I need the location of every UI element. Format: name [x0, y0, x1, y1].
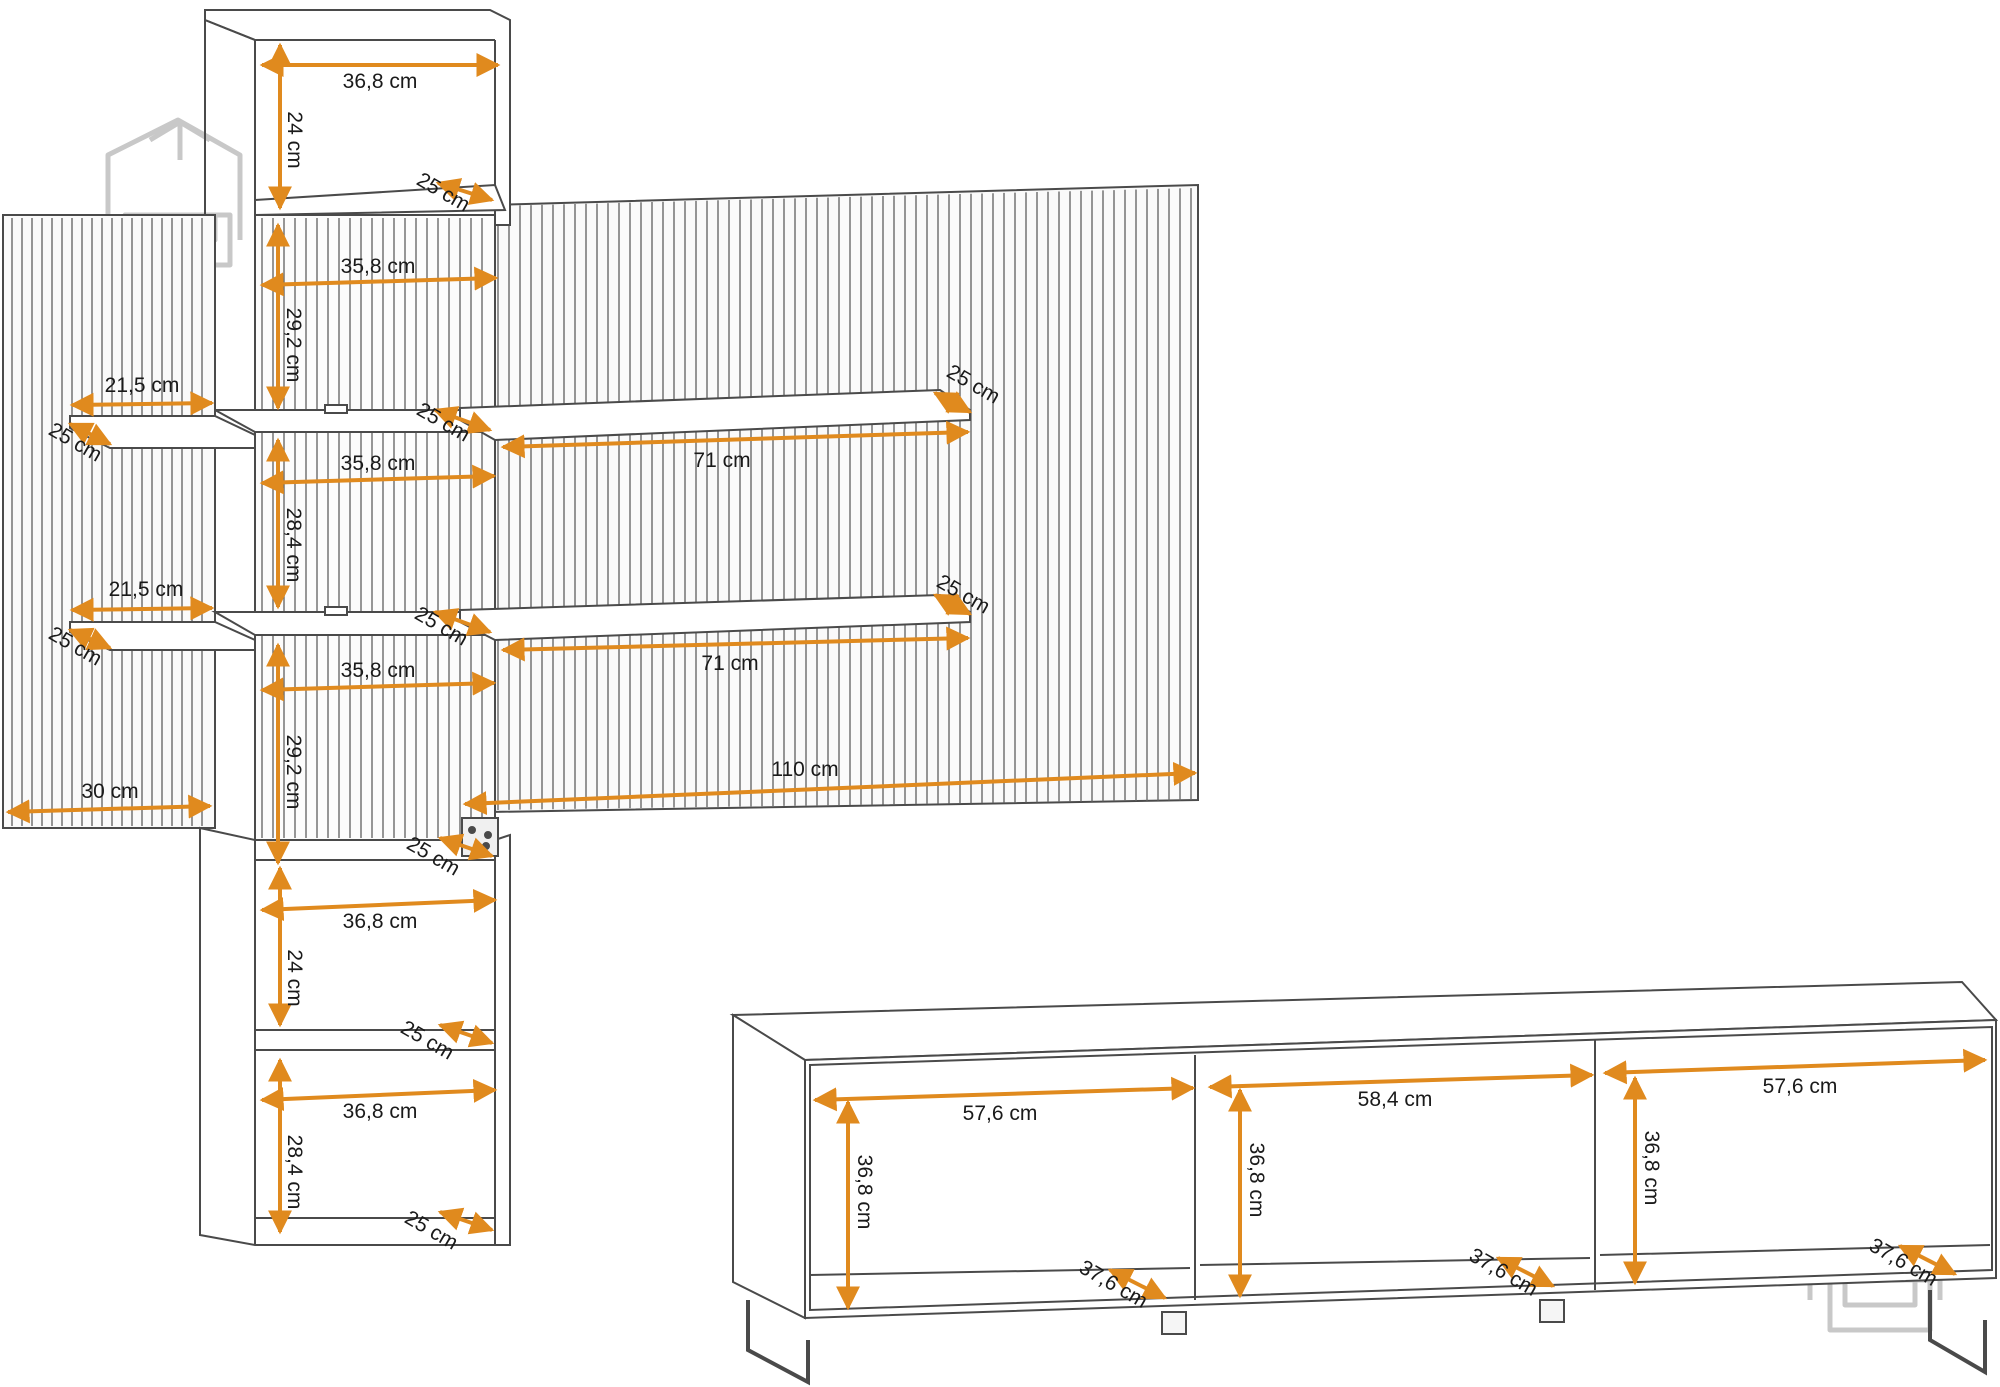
dim-right-shelf1-width: [500, 420, 971, 459]
label-bottom1-width: 36,8 cm: [343, 910, 418, 933]
label-bottom2-height: 28,4 cm: [283, 1135, 306, 1210]
label-tv-left-width: 57,6 cm: [963, 1102, 1038, 1125]
dim-left-shelf2-width: [69, 596, 215, 622]
label-tv-center-width: 58,4 cm: [1358, 1088, 1433, 1111]
dim-tv-right-width: [1602, 1048, 1988, 1085]
dim-tv-center-width: [1207, 1063, 1595, 1099]
dim-bottom2-width: [259, 1078, 498, 1112]
label-upper-height: 29,2 cm: [282, 308, 305, 383]
left-shelves: [69, 415, 256, 651]
dim-right-shelf2-depth: [932, 593, 973, 616]
label-tv-right-height: 36,8 cm: [1640, 1131, 1663, 1206]
label-mid-width: 35,8 cm: [341, 452, 416, 475]
dim-upper-width: [259, 266, 499, 297]
dim-left-shelf1-width: [69, 391, 215, 417]
dim-right-shelf1-depth: [932, 391, 973, 414]
label-tv-right-width: 57,6 cm: [1763, 1075, 1838, 1098]
dim-left-panel-width: [5, 794, 213, 824]
label-upper-width: 35,8 cm: [341, 255, 416, 278]
dim-tv-center-depth: [1495, 1256, 1556, 1288]
dim-top-depth: [435, 178, 495, 205]
label-tv-center-height: 36,8 cm: [1245, 1143, 1268, 1218]
label-lower-width: 35,8 cm: [341, 659, 416, 682]
dimension-arrows: [5, 42, 1988, 1311]
label-left-shelf2-width: 21,5 cm: [109, 578, 184, 601]
label-right-shelf1-width: 71 cm: [693, 449, 750, 472]
left-slatted-panel: [2, 214, 216, 829]
dim-right-shelf2-width: [500, 626, 971, 662]
label-lower-height: 29,2 cm: [282, 735, 305, 810]
tv-stand: [729, 980, 1999, 1386]
label-top-height: 24 cm: [283, 111, 306, 168]
label-top-width: 36,8 cm: [343, 70, 418, 93]
dim-right-panel-width: [462, 761, 1198, 816]
label-left-shelf1-width: 21,5 cm: [105, 374, 180, 397]
dim-center-shelf1-depth: [432, 406, 493, 434]
label-right-shelf2-width: 71 cm: [701, 652, 758, 675]
right-slatted-panel: [489, 183, 1199, 814]
label-mid-height: 28,4 cm: [282, 508, 305, 583]
dim-mid-width: [259, 464, 497, 495]
label-bottom1-height: 24 cm: [283, 949, 306, 1006]
dim-tv-right-depth: [1897, 1244, 1958, 1276]
dim-bottom1-depth: [437, 833, 495, 861]
label-left-panel-width: 30 cm: [81, 780, 138, 803]
dim-bottom2-depth: [437, 1020, 495, 1048]
label-right-panel-width: 110 cm: [771, 758, 838, 781]
dim-bottom1-width: [259, 888, 498, 922]
dim-tv-left-width: [812, 1076, 1196, 1112]
label-bottom2-width: 36,8 cm: [343, 1100, 418, 1123]
dim-tv-left-depth: [1107, 1268, 1168, 1300]
dim-center-shelf2-depth: [432, 608, 493, 636]
dim-left-shelf2-depth: [67, 627, 113, 651]
dim-bottom3-depth: [437, 1207, 495, 1235]
label-tv-left-height: 36,8 cm: [853, 1155, 876, 1230]
dim-left-shelf1-depth: [67, 422, 113, 446]
dim-lower-width: [259, 671, 497, 702]
